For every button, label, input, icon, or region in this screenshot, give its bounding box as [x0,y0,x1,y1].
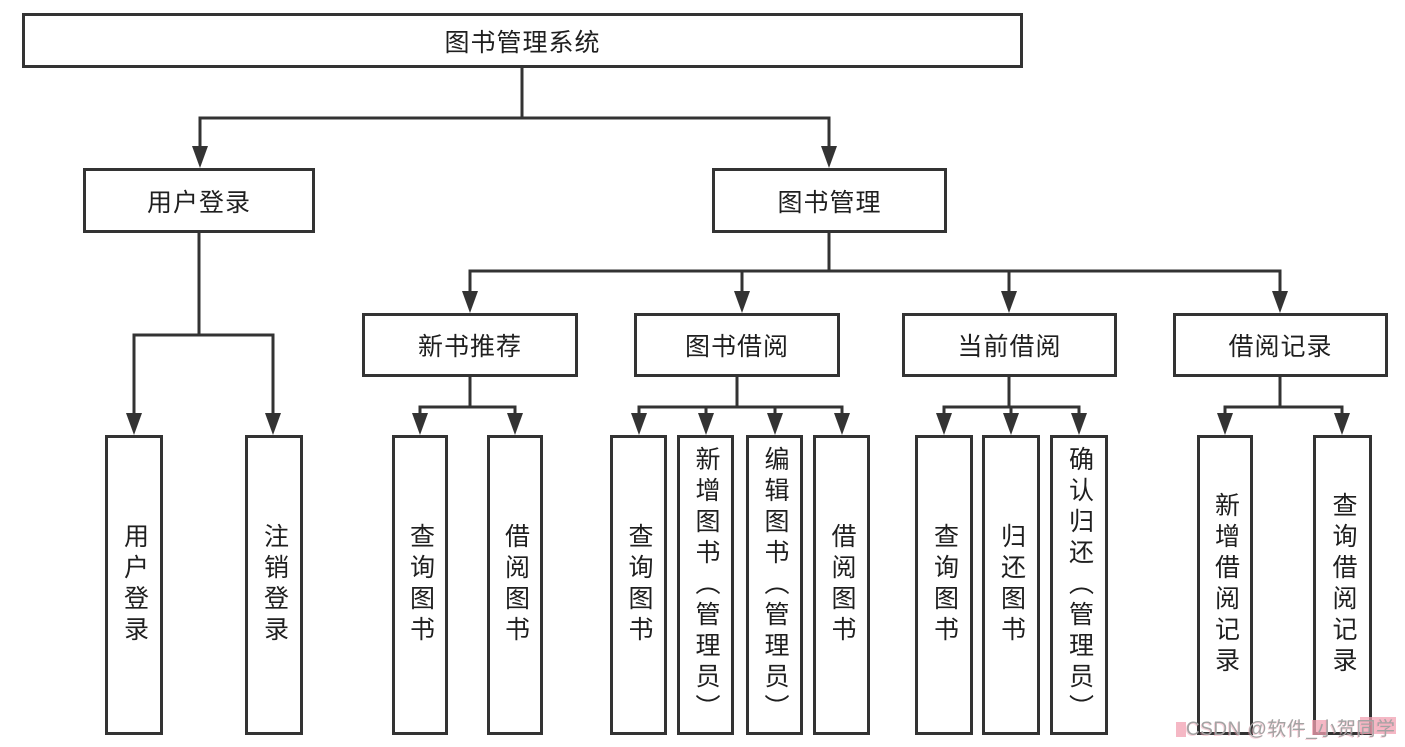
node-book-borrow: 图书借阅 [634,313,840,377]
node-book-borrow-label: 图书借阅 [684,333,789,361]
node-borrow-records-label: 借阅记录 [1228,333,1333,361]
leaf-return-books: 归还图书 [982,435,1040,735]
leaf-add-borrow-record-label: 新增借阅记录 [1211,492,1240,678]
node-root-label: 图书管理系统 [444,28,601,57]
node-user-login: 用户登录 [83,168,315,233]
leaf-return-books-label: 归还图书 [997,523,1026,647]
watermark-accent-block [1360,717,1396,734]
leaf-logout: 注销登录 [245,435,303,735]
leaf-borrow-books-1: 借阅图书 [487,435,543,735]
leaf-borrow-books-1-label: 借阅图书 [501,523,530,647]
leaf-confirm-return-label: 确认归还（管理员） [1065,445,1094,725]
watermark-accent-block [1312,720,1328,735]
leaf-add-borrow-record: 新增借阅记录 [1197,435,1253,735]
leaf-borrow-books-2: 借阅图书 [813,435,870,735]
leaf-query-books-1: 查询图书 [392,435,448,735]
node-new-book-recommend-label: 新书推荐 [417,333,522,361]
csdn-watermark: CSDN @软件_小贺同学 [1186,719,1396,740]
node-current-borrow: 当前借阅 [902,313,1117,377]
leaf-query-books-3: 查询图书 [915,435,973,735]
node-new-book-recommend: 新书推荐 [362,313,578,377]
leaf-borrow-books-2-label: 借阅图书 [828,523,856,647]
leaf-query-borrow-record-label: 查询借阅记录 [1329,492,1357,678]
node-root: 图书管理系统 [22,13,1023,68]
node-current-borrow-label: 当前借阅 [957,333,1062,361]
node-book-management: 图书管理 [712,168,947,233]
leaf-logout-label: 注销登录 [260,523,289,647]
leaf-confirm-return: 确认归还（管理员） [1050,435,1108,735]
node-book-management-label: 图书管理 [777,188,882,217]
leaf-edit-books: 编辑图书（管理员） [746,435,803,735]
node-borrow-records: 借阅记录 [1173,313,1388,377]
leaf-add-books: 新增图书（管理员） [677,435,734,735]
leaf-query-books-1-label: 查询图书 [406,523,435,647]
node-user-login-label: 用户登录 [146,188,251,217]
leaf-query-books-2: 查询图书 [610,435,667,735]
leaf-query-books-2-label: 查询图书 [625,523,653,647]
leaf-edit-books-label: 编辑图书（管理员） [761,445,789,725]
leaf-query-books-3-label: 查询图书 [930,523,959,647]
leaf-query-borrow-record: 查询借阅记录 [1313,435,1372,735]
leaf-user-login-label: 用户登录 [120,523,149,647]
leaf-add-books-label: 新增图书（管理员） [692,445,720,725]
watermark-accent-block [1176,722,1186,737]
leaf-user-login: 用户登录 [105,435,163,735]
